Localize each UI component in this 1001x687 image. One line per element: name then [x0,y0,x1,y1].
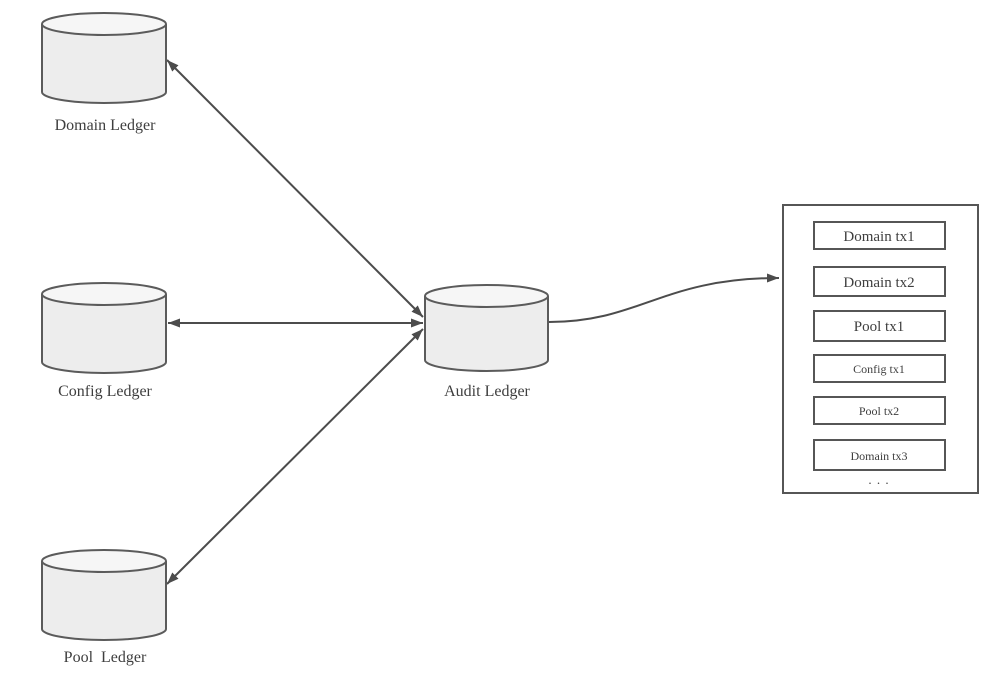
tx-box [813,354,946,383]
tx-label: Config tx1 [853,362,905,376]
audit-ledger-cylinder-body [424,296,549,372]
tx-box [813,266,946,297]
edge-audit-txlist-arrow [548,273,780,323]
node-audit-ledger: Audit Ledger [424,284,549,400]
tx-label: Domain tx1 [843,229,914,245]
tx-item-pool-tx2: Pool tx2 [813,396,946,425]
tx-box [813,396,946,425]
tx-label: Pool tx2 [859,404,899,418]
node-domain-ledger: Domain Ledger [41,12,167,134]
tx-box [813,221,946,250]
tx-item-domain-tx1: Domain tx1 [813,221,946,250]
edge-audit-pool-arrow [166,328,424,585]
config-ledger-cylinder-top [41,282,167,306]
domain-ledger-label: Domain Ledger [55,117,157,134]
domain-ledger-cylinder-body [41,24,167,104]
config-ledger-label: Config Ledger [58,383,152,400]
edges [166,59,780,585]
tx-item-config-tx1: Config tx1 [813,354,946,383]
tx-item-pool-tx1: Pool tx1 [813,310,946,342]
tx-item-domain-tx3: Domain tx3 [813,439,946,471]
pool-ledger-cylinder-top [41,549,167,573]
tx-list-panel: Domain tx1 Domain tx2 Pool tx1 Config tx… [782,204,979,494]
tx-list-ellipsis: . . . [868,472,889,487]
pool-ledger-cylinder-body [41,561,167,641]
edge-audit-domain-arrow [166,59,424,318]
tx-label: Domain tx3 [851,449,908,463]
tx-label: Domain tx2 [843,275,914,291]
node-pool-ledger: Pool Ledger [41,549,167,666]
tx-box [813,310,946,342]
audit-ledger-cylinder-top [424,284,549,308]
domain-ledger-cylinder-top [41,12,167,36]
node-config-ledger: Config Ledger [41,282,167,400]
tx-box [813,439,946,471]
audit-ledger-label: Audit Ledger [444,383,530,400]
tx-label: Pool tx1 [854,319,904,335]
pool-ledger-label: Pool Ledger [64,649,147,666]
tx-item-domain-tx2: Domain tx2 [813,266,946,297]
config-ledger-cylinder-body [41,294,167,374]
